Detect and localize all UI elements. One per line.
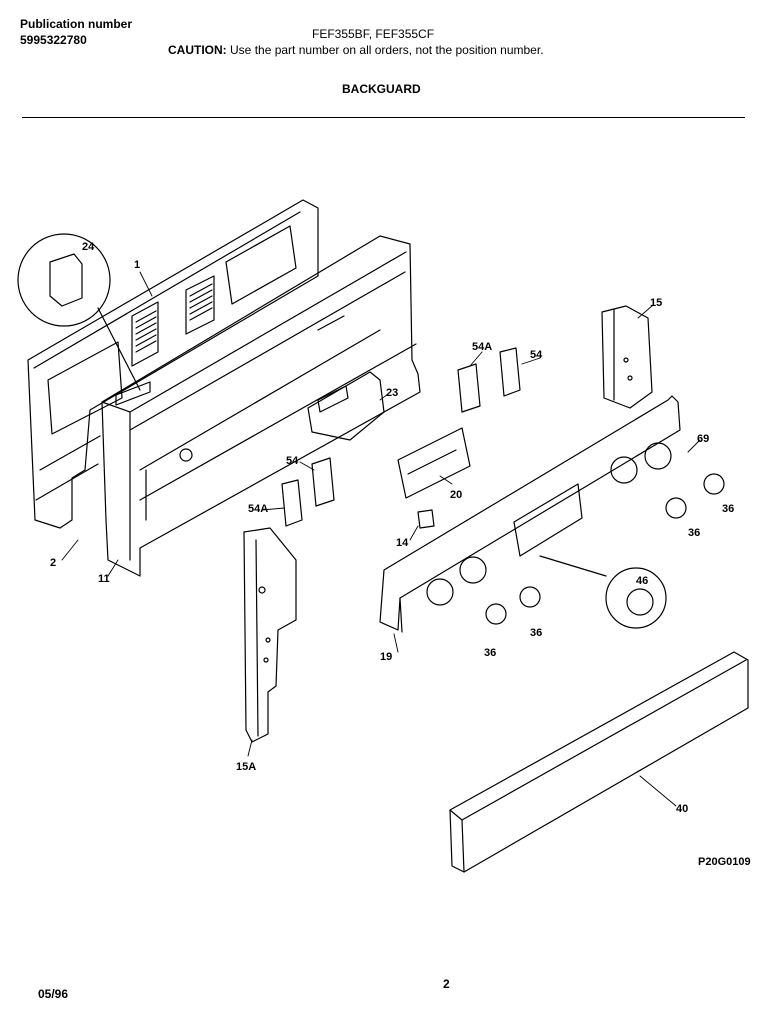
callout-46: 46	[636, 575, 648, 587]
callout-24: 24	[82, 241, 95, 253]
caution-label: CAUTION:	[168, 43, 227, 57]
page-number: 2	[443, 977, 450, 991]
callout-54-left: 54	[286, 455, 299, 467]
caution-text: Use the part number on all orders, not t…	[230, 43, 544, 57]
callout-36-mid: 36	[530, 627, 542, 639]
callout-36-left: 36	[484, 647, 496, 659]
callout-20: 20	[450, 489, 462, 501]
callout-54a-left: 54A	[248, 503, 268, 515]
right-side-bracket-part	[601, 305, 653, 409]
callout-1: 1	[134, 259, 140, 271]
bracket-part	[307, 371, 385, 441]
callout-36-right2: 36	[688, 527, 700, 539]
trim-part	[449, 651, 749, 873]
callout-23: 23	[386, 387, 398, 399]
publication-label: Publication number	[20, 17, 133, 31]
callout-15a: 15A	[236, 761, 256, 773]
callout-2: 2	[50, 557, 56, 569]
callout-54a-top: 54A	[472, 341, 492, 353]
rear-panel-part	[27, 199, 319, 529]
callout-14: 14	[396, 537, 409, 549]
callout-69: 69	[697, 433, 709, 445]
section-title: BACKGUARD	[342, 82, 421, 96]
callout-54-top: 54	[530, 349, 543, 361]
callout-15: 15	[650, 297, 662, 309]
callout-36-right: 36	[722, 503, 734, 515]
backguard-frame-part	[101, 235, 421, 577]
header-divider	[22, 117, 745, 118]
clip-part	[417, 509, 435, 529]
knob-inset-part	[539, 555, 667, 629]
publication-number: 5995322780	[20, 33, 87, 47]
model-numbers: FEF355BF, FEF355CF	[312, 27, 435, 41]
switch-inset-part	[17, 233, 141, 391]
knob-parts	[485, 473, 725, 625]
switch-parts	[281, 347, 521, 527]
control-panel-part	[379, 395, 681, 633]
caution-note: CAUTION: Use the part number on all orde…	[168, 43, 544, 57]
callout-11: 11	[98, 573, 110, 585]
figure-code: P20G0109	[698, 856, 751, 868]
callout-19: 19	[380, 651, 392, 663]
left-side-bracket-part	[243, 527, 297, 743]
callout-40: 40	[676, 803, 688, 815]
clock-timer-part	[397, 427, 471, 499]
leader-lines	[61, 271, 701, 807]
revision-date: 05/96	[38, 987, 69, 1001]
